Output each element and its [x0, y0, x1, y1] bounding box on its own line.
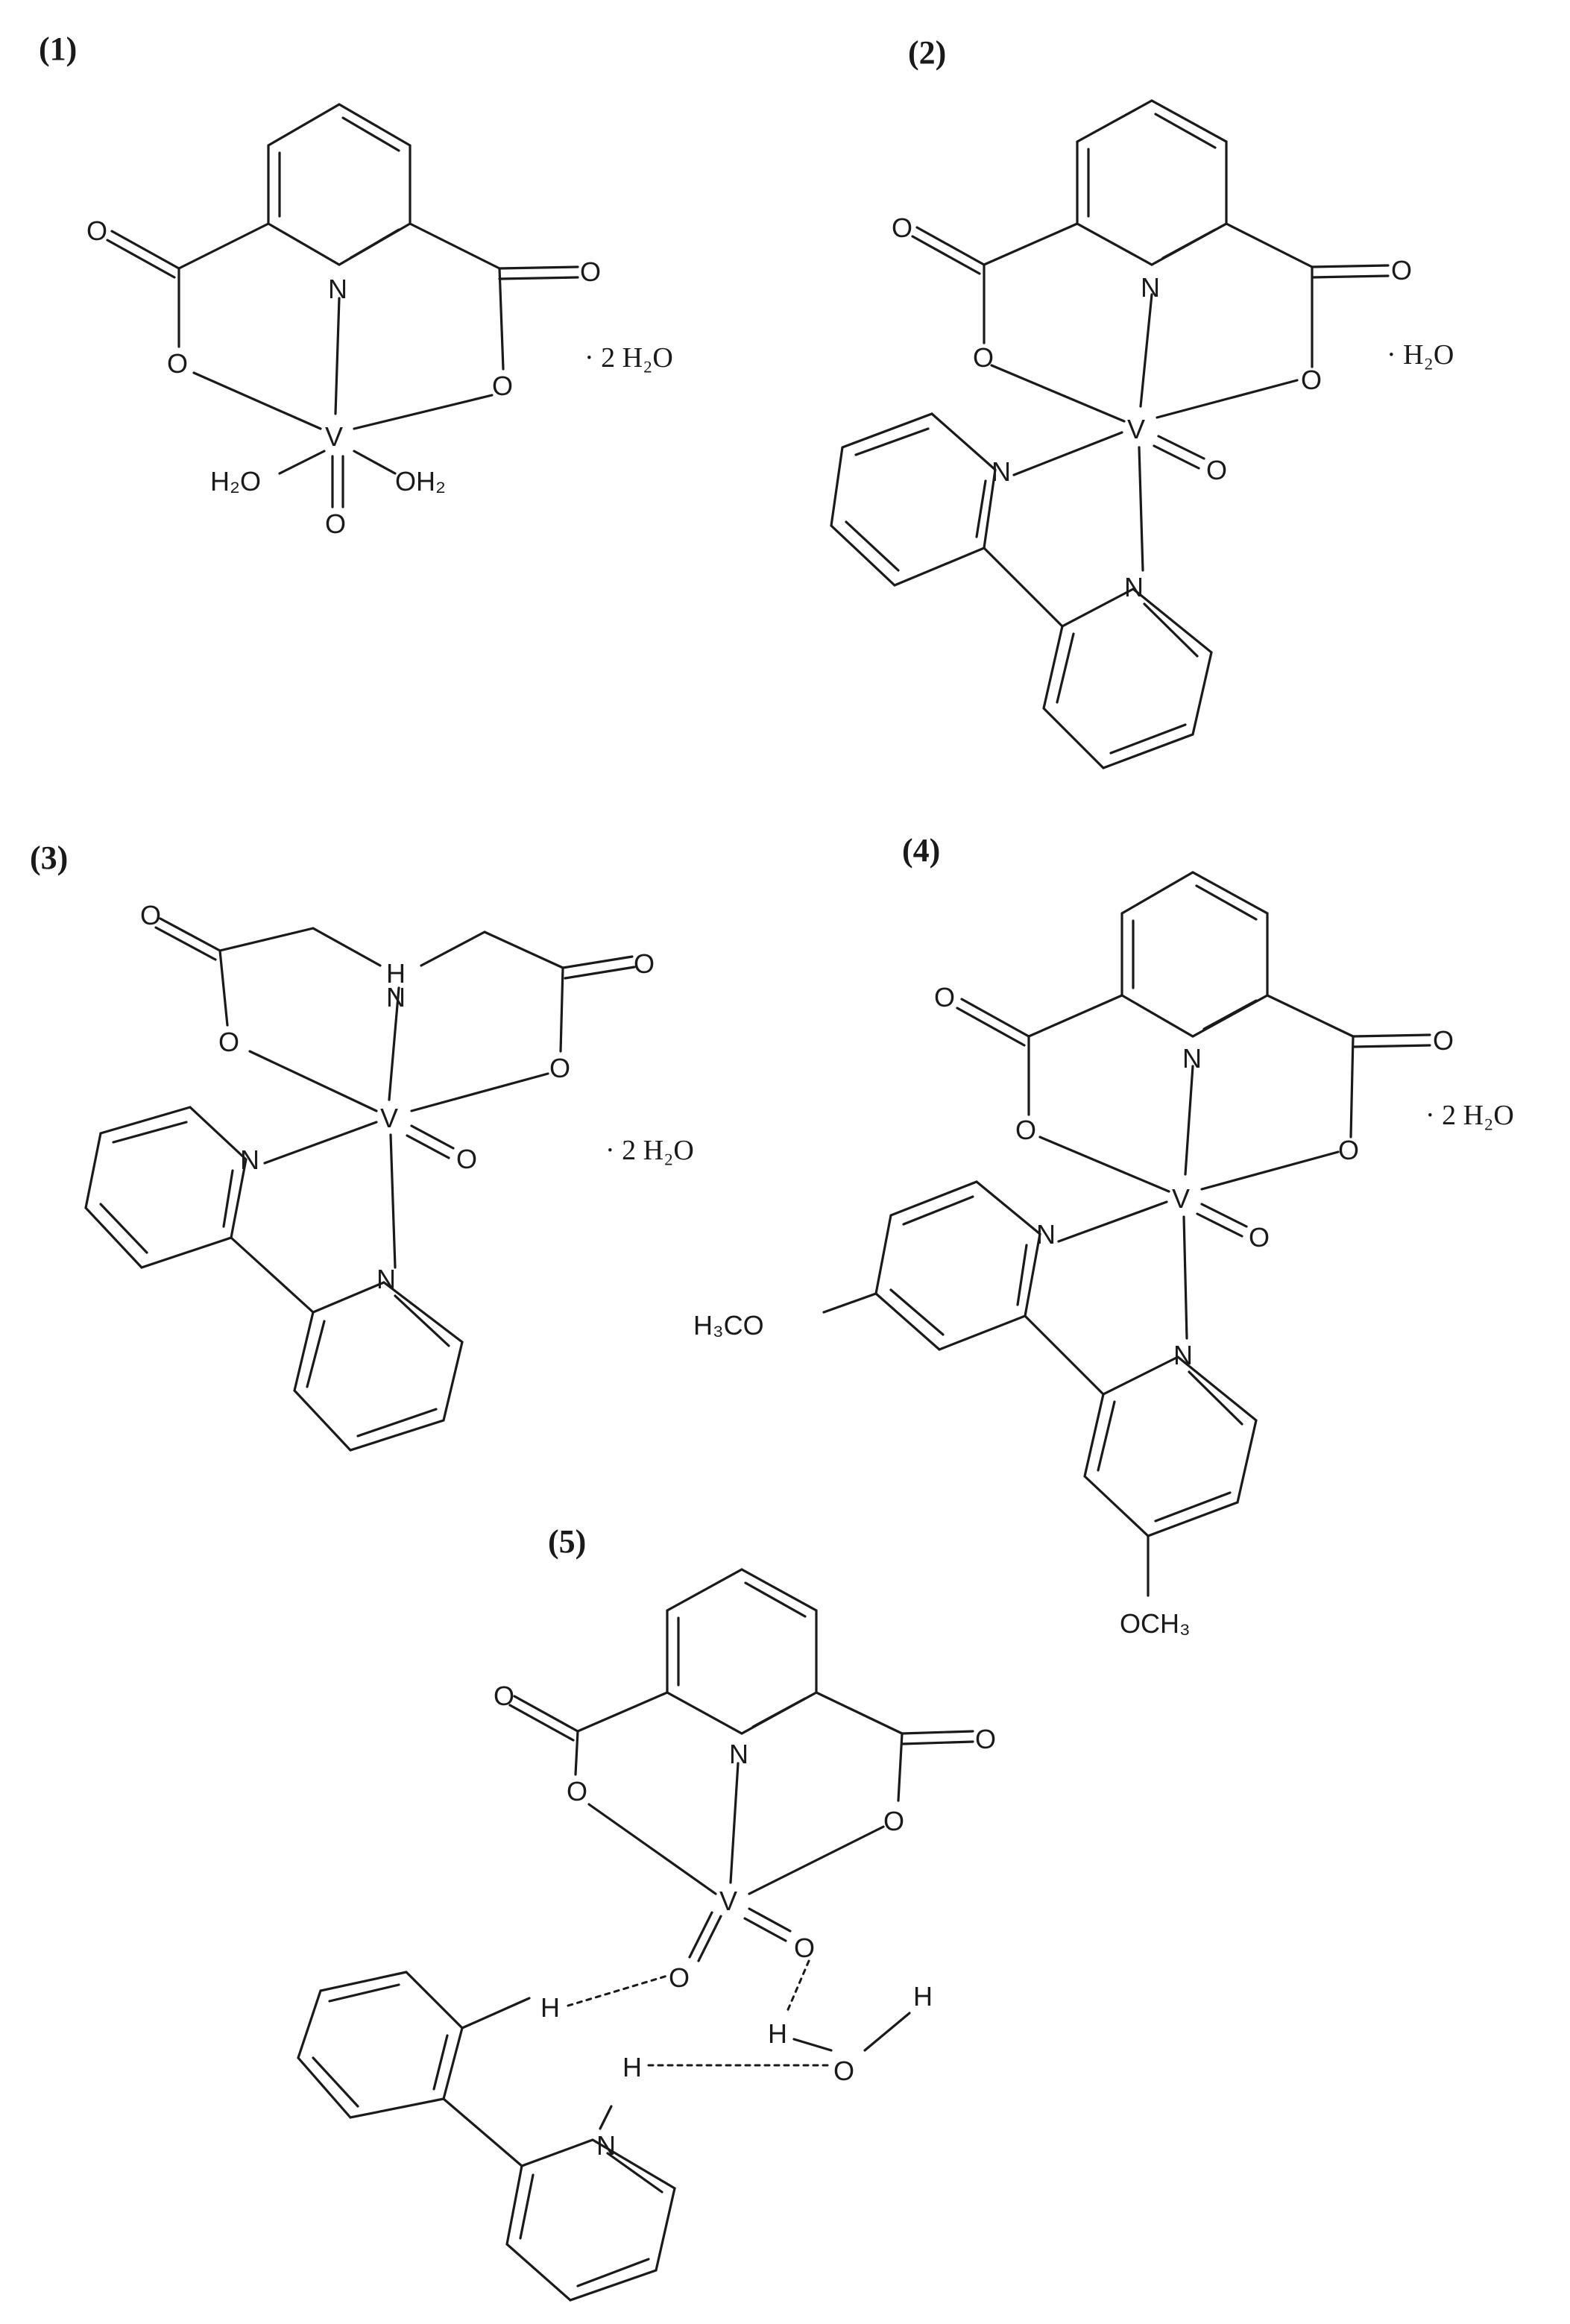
atom-h2o: H₂O	[210, 466, 261, 497]
atom-n: N	[1182, 1043, 1202, 1074]
atom-o: O	[140, 900, 161, 930]
atom-o: O	[1391, 255, 1412, 286]
solvate-water: · 2 H₂O	[584, 342, 673, 374]
atom-n: N	[328, 274, 347, 304]
complex-5-label: (5)	[548, 1523, 586, 1560]
atom-o: O	[1338, 1135, 1359, 1165]
atom-v: V	[1172, 1183, 1190, 1214]
atom-o: O	[567, 1776, 587, 1807]
atom-n: N	[1141, 272, 1160, 303]
solvate-water: · 2 H₂O	[605, 1135, 694, 1166]
atom-o: O	[167, 348, 188, 379]
atom-v: V	[1127, 414, 1145, 444]
atom-h: H	[622, 2052, 642, 2082]
complex-4: (4) N O O O O V	[693, 832, 1514, 1639]
atom-n: N	[1036, 1219, 1056, 1250]
atom-o: O	[1206, 455, 1227, 485]
atom-oh2: OH₂	[395, 466, 446, 497]
atom-n: N	[376, 1264, 396, 1294]
solvate-water: · H₂O	[1387, 339, 1454, 371]
atom-o: O	[492, 371, 513, 401]
atom-o: O	[456, 1144, 477, 1174]
complex-4-label: (4)	[902, 832, 940, 869]
complex-2: (2) N O O O O V O	[830, 34, 1454, 769]
atom-o: O	[833, 2056, 854, 2086]
atom-o: O	[934, 982, 955, 1013]
atom-o: O	[973, 342, 994, 373]
complex-3-label: (3)	[30, 840, 68, 876]
atom-och3: OCH₃	[1120, 1608, 1191, 1639]
atom-o: O	[580, 256, 601, 287]
atom-h3co: H₃CO	[693, 1310, 764, 1341]
atom-o: O	[883, 1806, 904, 1836]
atom-o: O	[892, 212, 912, 243]
atom-o: O	[1015, 1115, 1036, 1145]
atom-v: V	[380, 1103, 398, 1133]
atom-n: N	[1173, 1340, 1193, 1370]
atom-o: O	[549, 1053, 570, 1083]
atom-h: H	[540, 1992, 560, 2023]
atom-nh-h: H	[386, 958, 406, 989]
atom-h: H	[913, 1981, 933, 2012]
atom-v: V	[325, 421, 343, 452]
atom-o: O	[975, 1724, 996, 1754]
complex-1-label: (1)	[39, 31, 77, 67]
atom-o: O	[86, 215, 107, 246]
atom-nh-n: N	[386, 982, 406, 1013]
atom-v: V	[719, 1886, 737, 1916]
atom-o: O	[494, 1681, 514, 1711]
atom-o: O	[634, 948, 655, 979]
atom-n: N	[992, 456, 1011, 487]
atom-n: N	[729, 1739, 748, 1769]
atom-n: N	[596, 2130, 616, 2161]
atom-o: O	[218, 1027, 239, 1057]
atom-o: O	[1301, 365, 1322, 395]
atom-o: O	[1249, 1222, 1270, 1253]
complex-3: (3) H N O O O O V O N N	[30, 840, 694, 1452]
complex-2-label: (2)	[908, 34, 946, 71]
solvate-water: · 2 H₂O	[1425, 1100, 1514, 1131]
complex-1: (1) N O O O O V H₂O OH₂ O · 2 H₂O	[39, 31, 673, 539]
atom-o: O	[325, 508, 346, 539]
atom-n: N	[240, 1144, 259, 1175]
atom-n: N	[1124, 572, 1144, 602]
atom-o: O	[794, 1933, 815, 1963]
atom-h: H	[768, 2018, 787, 2049]
complex-5: (5)	[297, 1523, 996, 2302]
atom-o: O	[669, 1962, 690, 1993]
atom-o: O	[1433, 1025, 1454, 1056]
